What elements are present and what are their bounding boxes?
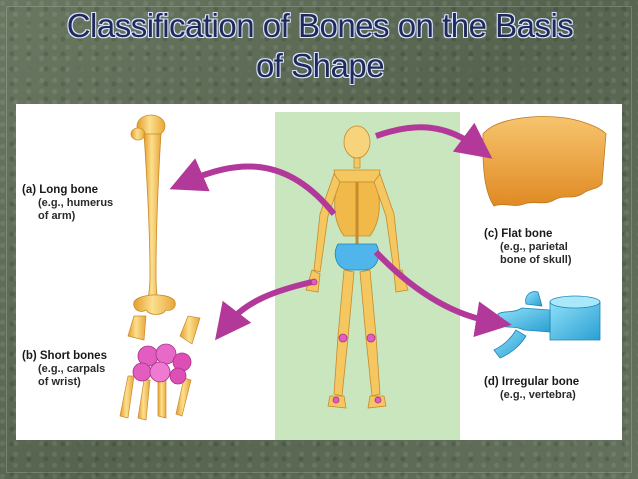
- arrow-to-short-bones: [215, 279, 313, 341]
- label-flat-bone-heading: (c) Flat bone: [484, 228, 553, 240]
- irregular-bone-vertebra: [493, 291, 601, 359]
- label-long-bone-line-1: (e.g., humerus: [38, 197, 114, 209]
- title-line-2: of Shape: [255, 47, 385, 84]
- label-long-bone-line-2: of arm): [38, 210, 76, 222]
- label-long-bone: (a) Long bone (e.g., humerus of arm): [22, 184, 113, 223]
- label-short-bones: (b) Short bones (e.g., carpals of wrist): [22, 350, 107, 389]
- diagram-panel: (a) Long bone (e.g., humerus of arm) (b)…: [16, 104, 622, 440]
- label-irregular-bone-heading: (d) Irregular bone: [484, 376, 580, 388]
- human-skeleton: [305, 125, 409, 409]
- label-irregular-bone-line-1: (e.g., vertebra): [500, 389, 576, 401]
- label-short-bones-line-1: (e.g., carpals: [38, 363, 106, 375]
- label-long-bone-heading: (a) Long bone: [22, 184, 99, 196]
- short-bones-carpals: [119, 315, 201, 421]
- arrow-to-flat-bone: [375, 122, 493, 159]
- arrow-to-irregular-bone: [373, 249, 512, 337]
- long-bone-humerus: [130, 114, 176, 315]
- label-short-bones-line-2: of wrist): [38, 376, 81, 388]
- flat-bone-parietal: [482, 116, 607, 207]
- title-line-1: Classification of Bones on the Basis: [66, 7, 574, 44]
- bone-diagram: [119, 112, 607, 440]
- slide-title: Classification of Bones on the Basis of …: [20, 6, 620, 86]
- label-flat-bone-line-2: bone of skull): [500, 254, 572, 266]
- label-irregular-bone: (d) Irregular bone (e.g., vertebra): [484, 376, 579, 402]
- label-flat-bone-line-1: (e.g., parietal: [500, 241, 568, 253]
- label-short-bones-heading: (b) Short bones: [22, 350, 107, 362]
- arrow-to-long-bone: [169, 158, 337, 216]
- label-flat-bone: (c) Flat bone (e.g., parietal bone of sk…: [484, 228, 572, 267]
- slide-frame: [6, 6, 632, 473]
